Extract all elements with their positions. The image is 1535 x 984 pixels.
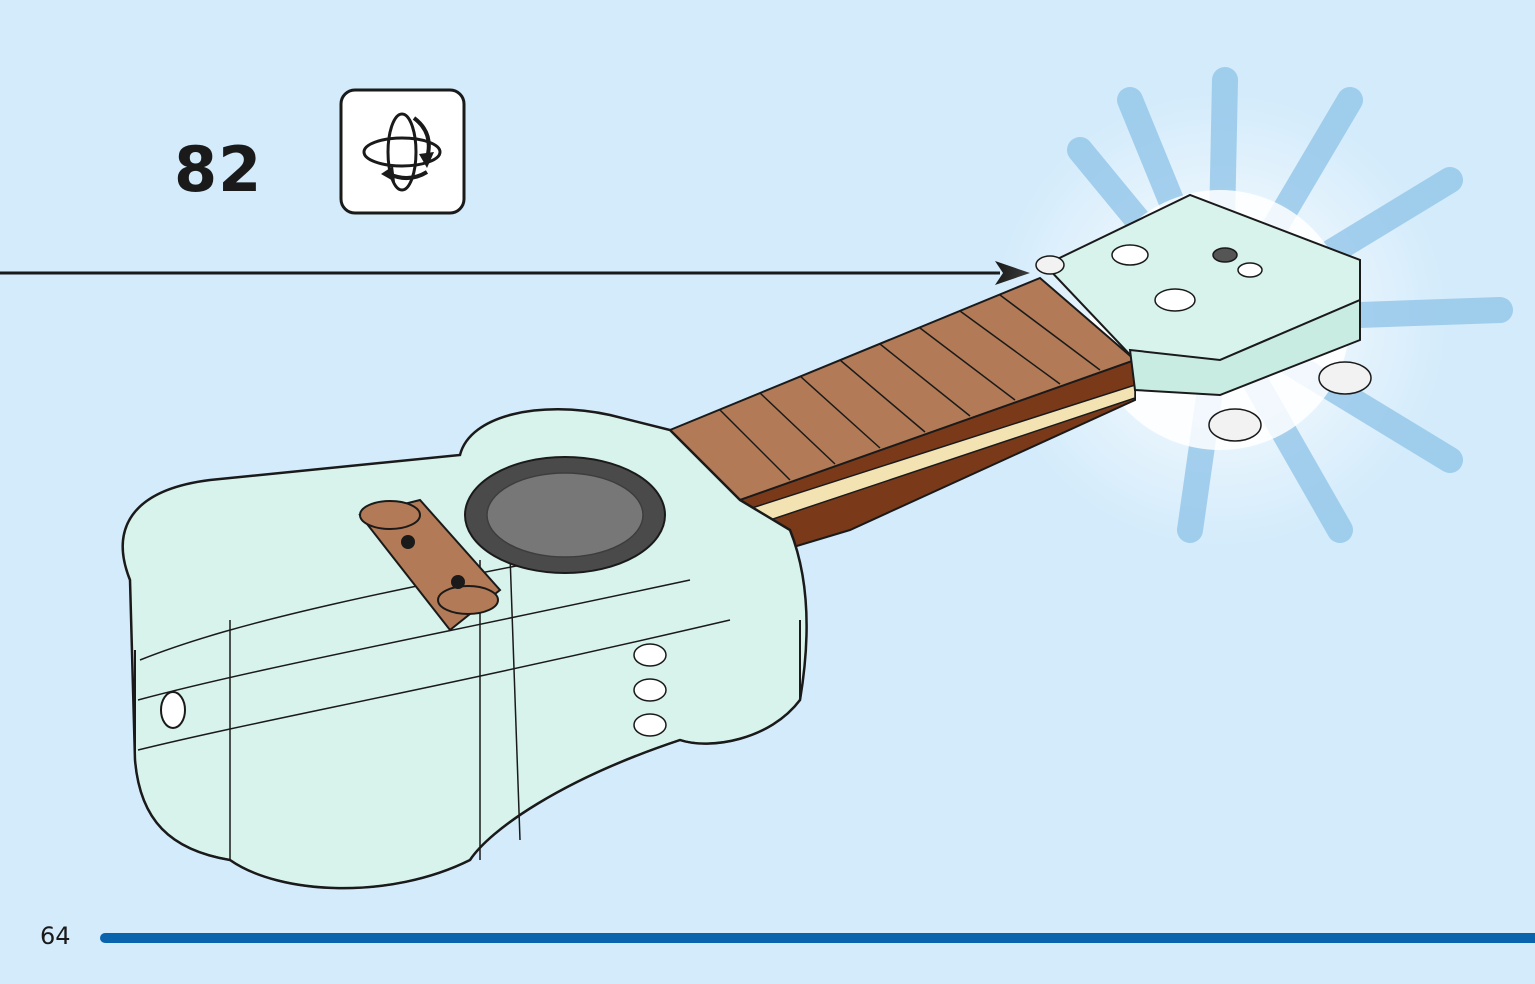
page-number: 64 xyxy=(40,922,71,950)
body xyxy=(121,408,808,890)
headstock xyxy=(1035,193,1372,442)
page-progress-bar xyxy=(100,933,1535,943)
ukulele-model xyxy=(121,67,1513,890)
rotate-model-icon xyxy=(339,88,466,215)
step-number: 82 xyxy=(174,133,263,206)
